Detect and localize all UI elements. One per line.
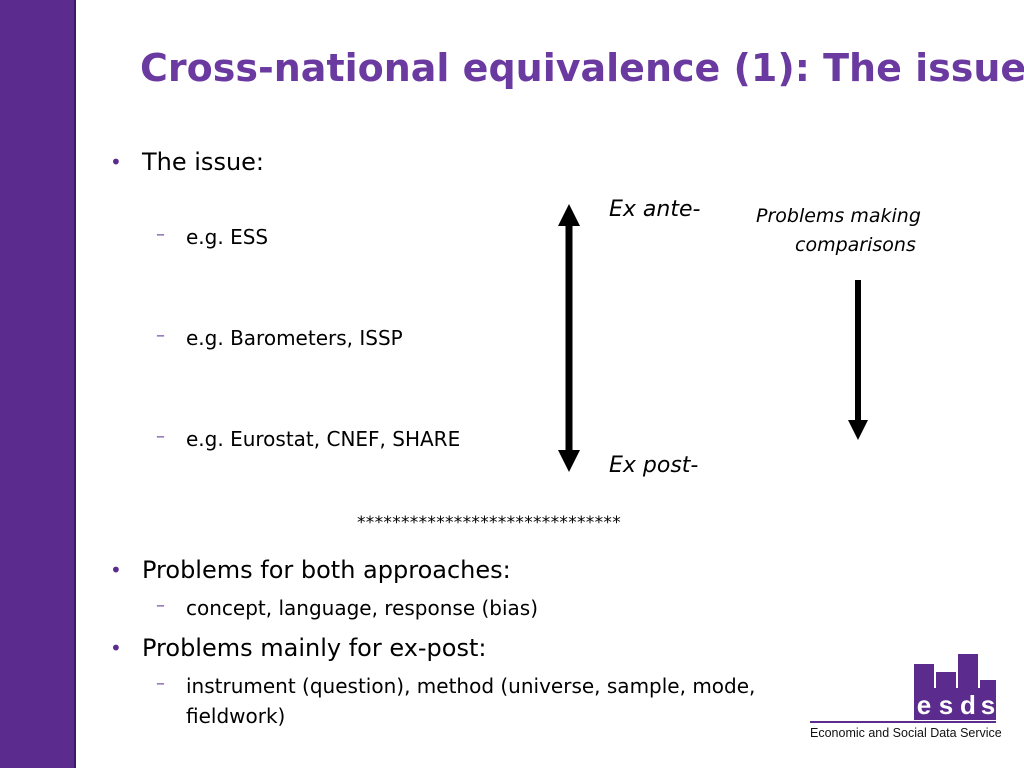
sub-item-text: e.g. Barometers, ISSP [186, 326, 403, 350]
sub-item-text: concept, language, response (bias) [186, 596, 539, 620]
logo-letter: e [917, 690, 931, 720]
sub-item-barometers: – e.g. Barometers, ISSP [156, 325, 403, 350]
ex-ante-label: Ex ante- [609, 197, 701, 222]
dash-icon: – [156, 673, 165, 694]
esds-logo: e s d s [914, 654, 996, 720]
sub-item-fieldwork: fieldwork) [186, 704, 285, 728]
dash-icon: – [156, 224, 165, 245]
bullet-icon: • [110, 636, 122, 660]
sub-item-ess: – e.g. ESS [156, 224, 269, 249]
bullet-text: Problems for both approaches: [142, 556, 511, 584]
sub-item-instrument: – instrument (question), method (univers… [156, 673, 756, 698]
logo-letter: d [960, 690, 976, 720]
double-arrow-icon [558, 204, 580, 472]
bullet-text: The issue: [142, 148, 265, 176]
sub-item-concept: – concept, language, response (bias) [156, 595, 539, 620]
bullet-both-approaches: • Problems for both approaches: [110, 556, 511, 584]
sub-item-text: e.g. ESS [186, 225, 269, 249]
logo-letter: s [939, 690, 953, 720]
sub-item-eurostat: – e.g. Eurostat, CNEF, SHARE [156, 426, 461, 451]
down-arrow-icon [848, 280, 868, 440]
page-title: Cross-national equivalence (1): The issu… [140, 46, 1024, 90]
dash-icon: – [156, 426, 165, 447]
sub-item-text: e.g. Eurostat, CNEF, SHARE [186, 427, 461, 451]
bullet-icon: • [110, 150, 122, 174]
bullet-icon: • [110, 558, 122, 582]
ex-post-label: Ex post- [609, 453, 699, 478]
sub-item-text: fieldwork) [186, 704, 286, 728]
dash-icon: – [156, 325, 165, 346]
logo-caption: Economic and Social Data Service [810, 726, 1002, 740]
bullet-the-issue: • The issue: [110, 148, 265, 176]
problems-label-line2: comparisons [795, 234, 916, 256]
logo-letter: s [981, 690, 995, 720]
sub-item-text: instrument (question), method (universe,… [186, 674, 756, 698]
dash-icon: – [156, 595, 165, 616]
logo-underline [810, 721, 996, 723]
bullet-ex-post: • Problems mainly for ex-post: [110, 634, 487, 662]
problems-label-line1: Problems making [756, 205, 921, 227]
sidebar-band [0, 0, 76, 768]
bullet-text: Problems mainly for ex-post: [142, 634, 487, 662]
separator-stars: ****************************** [357, 513, 621, 533]
